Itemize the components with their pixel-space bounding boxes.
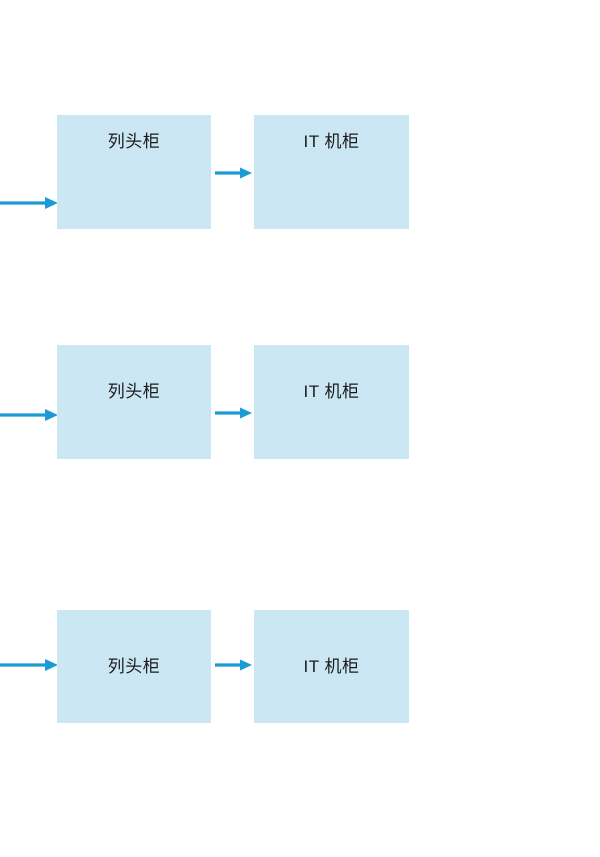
node-label: 列头柜 xyxy=(107,657,161,676)
node-it-cabinet-1[interactable]: IT 机柜 xyxy=(254,115,409,229)
node-label: IT 机柜 xyxy=(303,381,360,401)
node-head-cabinet-3[interactable]: 列头柜 xyxy=(57,610,211,723)
node-it-cabinet-3[interactable]: IT 机柜 xyxy=(254,610,409,723)
connector-arrow-row-3 xyxy=(214,658,255,672)
incoming-arrow-row-3 xyxy=(0,658,60,672)
node-label: IT 机柜 xyxy=(303,131,360,151)
flow-row-1: 列头柜 IT 机柜 xyxy=(0,0,600,229)
node-label: 列头柜 xyxy=(107,131,161,151)
node-label: 列头柜 xyxy=(107,381,161,401)
node-it-cabinet-2[interactable]: IT 机柜 xyxy=(254,345,409,459)
flow-row-2: 列头柜 IT 机柜 xyxy=(0,0,600,459)
connector-arrow-row-2 xyxy=(214,406,255,420)
node-head-cabinet-2[interactable]: 列头柜 xyxy=(57,345,211,459)
incoming-arrow-row-1 xyxy=(0,196,60,210)
incoming-arrow-row-2 xyxy=(0,408,60,422)
connector-arrow-row-1 xyxy=(214,166,255,180)
flow-row-3: 列头柜 IT 机柜 xyxy=(0,0,600,723)
node-head-cabinet-1[interactable]: 列头柜 xyxy=(57,115,211,229)
node-label: IT 机柜 xyxy=(303,657,360,676)
